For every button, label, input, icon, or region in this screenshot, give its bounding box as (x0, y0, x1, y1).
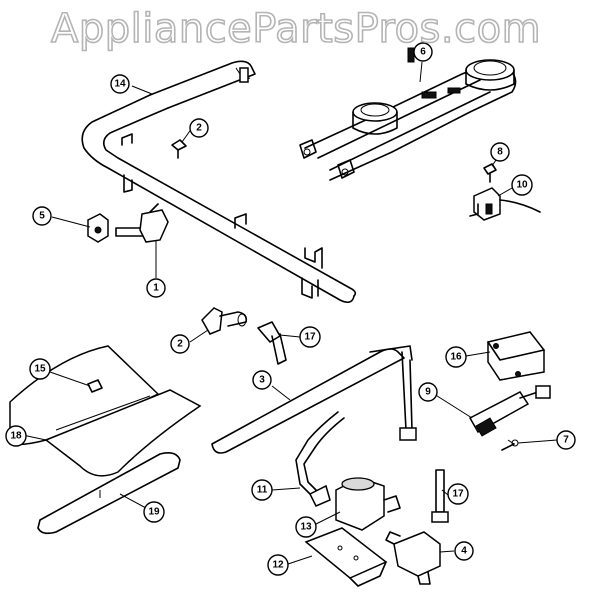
svg-text:10: 10 (516, 180, 528, 191)
part-burner-tube (37, 452, 181, 535)
part-regulator (385, 531, 441, 585)
part-clip (87, 213, 109, 243)
part-manifold-pipe (81, 60, 357, 304)
callout-18: 18 (5, 425, 27, 447)
callout-6: 6 (413, 42, 433, 62)
part-pilot-tube-top (257, 321, 287, 365)
callout-7: 7 (556, 430, 576, 450)
svg-text:19: 19 (148, 507, 160, 518)
svg-text:17: 17 (304, 332, 316, 343)
svg-text:6: 6 (420, 47, 426, 58)
callout-2-top: 2 (189, 118, 209, 138)
callout-15: 16 (445, 346, 467, 368)
callout-17-top: 17 (299, 326, 321, 348)
callout-3: 3 (252, 370, 272, 390)
svg-text:14: 14 (114, 79, 126, 90)
svg-text:7: 7 (563, 435, 569, 446)
svg-text:17: 17 (452, 489, 464, 500)
part-elbow-bracket (201, 307, 248, 335)
callout-10: 10 (511, 174, 533, 196)
callout-11: 11 (251, 479, 273, 501)
callout-17-bottom: 17 (447, 483, 469, 505)
callout-14: 13 (295, 516, 317, 538)
svg-text:4: 4 (461, 546, 467, 557)
svg-text:2: 2 (177, 339, 183, 350)
svg-text:5: 5 (39, 211, 45, 222)
callout-12: 14 (110, 74, 130, 94)
callout-19: 19 (143, 501, 165, 523)
part-burner-assembly (299, 47, 517, 181)
part-igniter (468, 385, 551, 437)
part-spark-module (487, 331, 545, 381)
part-orifice-holder (115, 203, 169, 243)
svg-text:9: 9 (425, 387, 431, 398)
part-heat-shield (9, 345, 202, 477)
part-gas-pipe (211, 345, 417, 454)
svg-text:16: 16 (450, 352, 462, 363)
callout-9: 9 (418, 382, 438, 402)
svg-text:8: 8 (497, 147, 503, 158)
part-pilot-fitting (431, 469, 449, 523)
svg-text:13: 13 (300, 522, 312, 533)
part-mounting-plate (304, 527, 388, 587)
part-bracket-switch (469, 187, 541, 221)
callout-16: 12 (267, 554, 289, 576)
part-screw-top (171, 139, 187, 159)
svg-text:3: 3 (259, 375, 265, 386)
svg-text:12: 12 (272, 560, 284, 571)
svg-text:18: 18 (10, 431, 22, 442)
leader-lines (17, 61, 515, 565)
svg-text:1: 1 (153, 283, 159, 294)
callout-1: 1 (146, 278, 166, 298)
callout-5: 5 (32, 206, 52, 226)
part-valve (335, 477, 401, 531)
svg-text:15: 15 (34, 364, 46, 375)
callout-2-middle: 2 (170, 334, 190, 354)
callout-8: 8 (490, 142, 510, 162)
callout-13: 15 (29, 358, 51, 380)
part-pilot-tube-bottom (295, 411, 345, 507)
svg-text:11: 11 (257, 485, 268, 496)
callout-4: 4 (454, 541, 474, 561)
part-screw-right (483, 163, 497, 183)
svg-text:2: 2 (196, 123, 202, 134)
